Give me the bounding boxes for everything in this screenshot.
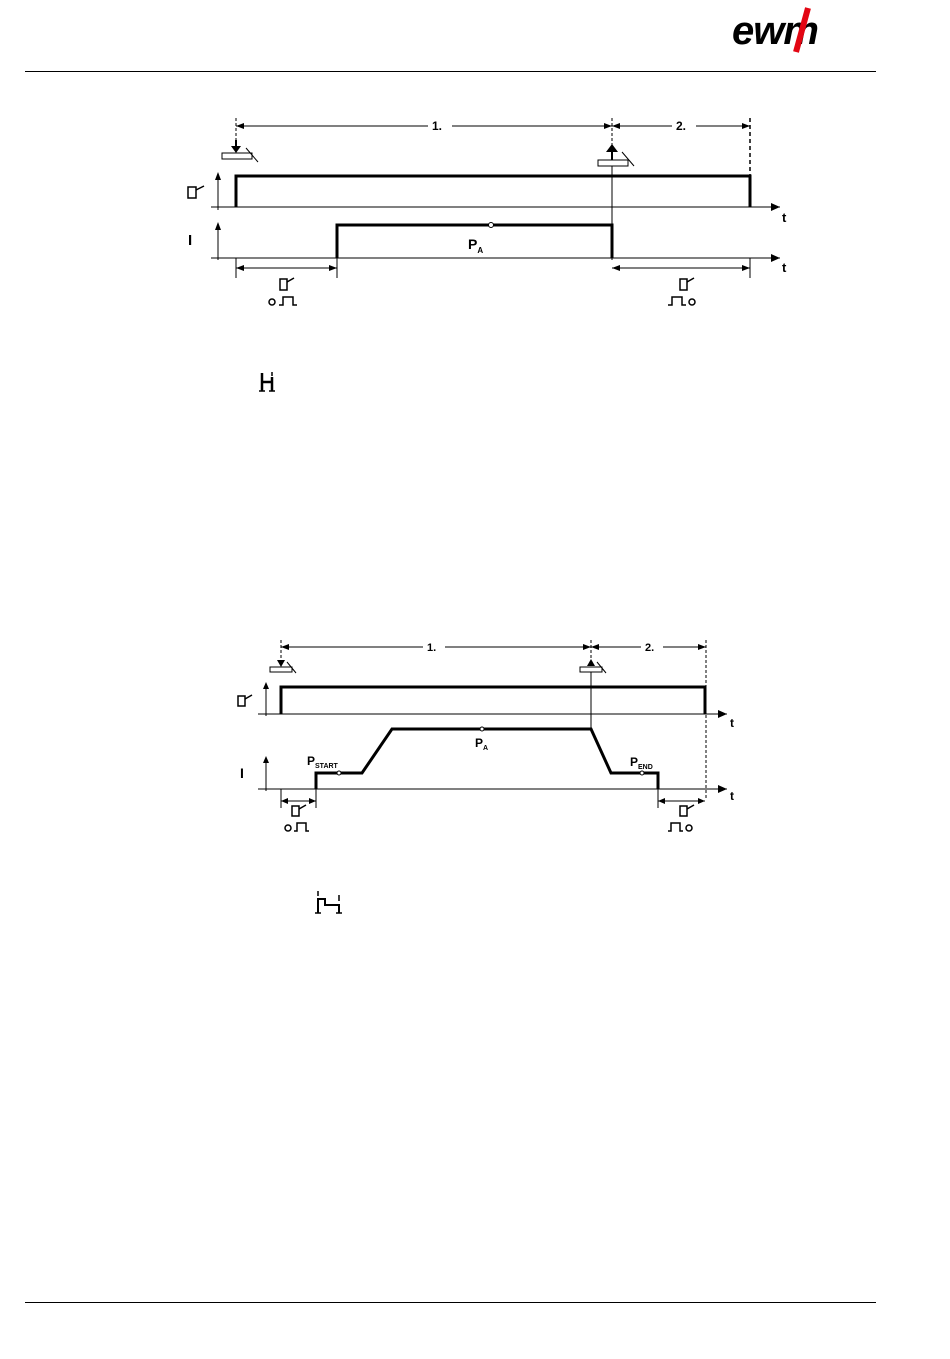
two-cycle-special-icon	[315, 889, 345, 915]
gas-preflow-icon	[285, 805, 309, 831]
current-axis-label: I	[240, 765, 244, 781]
torch-press-icon	[270, 660, 296, 673]
time-label-current: t	[730, 789, 734, 803]
p-end-label: PEND	[630, 755, 653, 771]
gas-postflow-icon	[668, 805, 694, 831]
timing-diagram-2-cycle-special: 1. 2. t I t PSTART PA PEND	[0, 0, 950, 860]
time-label-gas: t	[730, 716, 734, 730]
gas-valve-icon	[238, 695, 252, 706]
footer-rule	[25, 1302, 876, 1303]
phase-2-label: 2.	[645, 642, 654, 654]
torch-release-icon	[580, 659, 606, 673]
p-main-label: PA	[475, 736, 488, 752]
p-start-label: PSTART	[307, 754, 339, 770]
phase-1-label: 1.	[427, 642, 436, 654]
